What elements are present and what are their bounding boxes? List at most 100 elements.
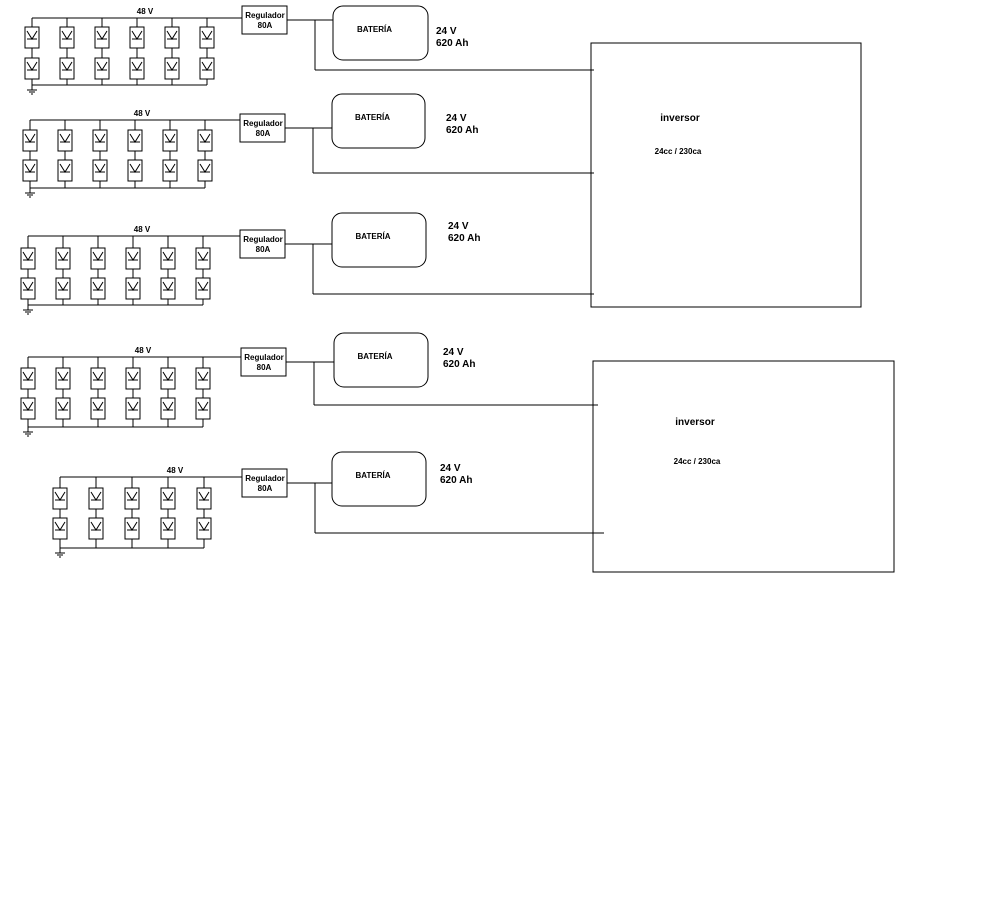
solar-panel-icon — [125, 277, 141, 300]
solar-panel-icon — [196, 517, 212, 540]
panel-frame — [52, 517, 68, 540]
solar-panel-icon — [20, 277, 36, 300]
solar-panel-icon — [88, 517, 104, 540]
ground-icon — [23, 427, 33, 437]
inverter-rating: 24cc / 230ca — [655, 147, 702, 156]
inverter-box — [592, 360, 895, 573]
battery-box — [331, 451, 427, 507]
panel-frame — [127, 159, 143, 182]
solar-panel-icon — [199, 57, 215, 80]
panel-frame — [88, 487, 104, 510]
solar-panel-icon — [199, 26, 215, 49]
battery-capacity: 620 Ah — [436, 38, 468, 49]
solar-panel-icon — [90, 397, 106, 420]
panel-frame — [199, 57, 215, 80]
solar-panel-icon — [59, 57, 75, 80]
panel-frame — [90, 277, 106, 300]
solar-panel-icon — [92, 129, 108, 152]
solar-panel-icon — [22, 129, 38, 152]
regulator-box — [240, 347, 287, 377]
panel-frame — [125, 367, 141, 390]
panel-frame — [125, 397, 141, 420]
solar-panel-icon — [127, 159, 143, 182]
solar-panel-icon — [125, 367, 141, 390]
panel-frame — [160, 397, 176, 420]
inverter-box — [590, 42, 862, 308]
regulator-rating: 80A — [258, 484, 273, 493]
panel-frame — [196, 517, 212, 540]
panel-frame — [160, 517, 176, 540]
solar-panel-icon — [88, 487, 104, 510]
panel-frame — [160, 247, 176, 270]
solar-panel-icon — [195, 367, 211, 390]
solar-panel-icon — [55, 367, 71, 390]
solar-panel-icon — [195, 277, 211, 300]
solar-panel-icon — [129, 26, 145, 49]
panel-frame — [195, 367, 211, 390]
panel-frame — [162, 129, 178, 152]
panel-frame — [160, 277, 176, 300]
battery-voltage: 24 V — [436, 26, 457, 37]
solar-panel-icon — [160, 397, 176, 420]
regulator-label: Regulador — [245, 474, 285, 483]
panel-frame — [59, 26, 75, 49]
solar-panel-icon — [195, 397, 211, 420]
panel-frame — [125, 247, 141, 270]
panel-frame — [55, 247, 71, 270]
solar-panel-icon — [94, 26, 110, 49]
panel-frame — [90, 247, 106, 270]
panel-frame — [24, 26, 40, 49]
panel-frame — [59, 57, 75, 80]
panel-frame — [195, 247, 211, 270]
panel-frame — [90, 397, 106, 420]
panel-frame — [20, 367, 36, 390]
battery-label: BATERÍA — [355, 113, 390, 122]
regulator-label: Regulador — [244, 353, 284, 362]
regulator-rating: 80A — [256, 245, 271, 254]
panel-frame — [199, 26, 215, 49]
regulator-box — [241, 468, 288, 498]
panel-frame — [196, 487, 212, 510]
solar-panel-icon — [160, 517, 176, 540]
solar-panel-icon — [197, 129, 213, 152]
solar-panel-icon — [20, 247, 36, 270]
solar-panel-icon — [127, 129, 143, 152]
solar-panel-icon — [160, 277, 176, 300]
ground-icon — [23, 305, 33, 315]
battery-label: BATERÍA — [358, 352, 393, 361]
solar-panel-icon — [57, 129, 73, 152]
ground-icon — [27, 85, 37, 95]
solar-panel-icon — [160, 487, 176, 510]
solar-panel-icon — [162, 159, 178, 182]
regulator-box — [241, 5, 288, 35]
solar-panel-icon — [196, 487, 212, 510]
solar-panel-icon — [90, 247, 106, 270]
regulator-rating: 80A — [258, 21, 273, 30]
panel-frame — [55, 367, 71, 390]
solar-panel-icon — [94, 57, 110, 80]
panel-frame — [195, 277, 211, 300]
battery-box — [331, 212, 427, 268]
battery-voltage: 24 V — [440, 463, 461, 474]
solar-panel-icon — [55, 247, 71, 270]
inverter-label: inversor — [660, 113, 700, 124]
panel-frame — [57, 159, 73, 182]
panel-frame — [92, 159, 108, 182]
panel-frame — [195, 397, 211, 420]
panel-frame — [124, 487, 140, 510]
battery-label: BATERÍA — [356, 232, 391, 241]
battery-voltage: 24 V — [448, 221, 469, 232]
solar-panel-icon — [24, 26, 40, 49]
panel-frame — [57, 129, 73, 152]
panel-frame — [164, 26, 180, 49]
panel-frame — [88, 517, 104, 540]
solar-panel-icon — [162, 129, 178, 152]
panel-frame — [22, 159, 38, 182]
solar-panel-icon — [90, 367, 106, 390]
panel-frame — [92, 129, 108, 152]
regulator-label: Regulador — [243, 119, 283, 128]
solar-panel-icon — [55, 397, 71, 420]
